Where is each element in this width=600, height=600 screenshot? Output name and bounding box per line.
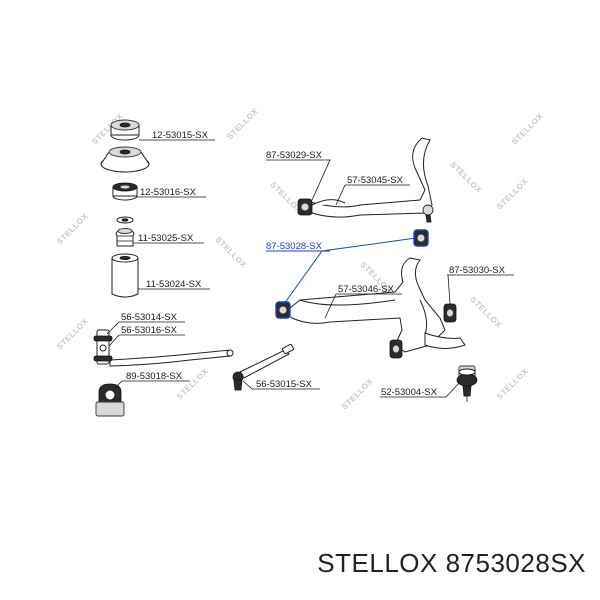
label-52-53004: 52-53004-SX (380, 381, 461, 398)
watermark: STELLOX (55, 211, 90, 246)
spring-seat-plate (100, 146, 150, 173)
dust-boot-11-53024 (111, 253, 139, 298)
svg-text:57-53045-SX: 57-53045-SX (347, 175, 404, 186)
brand-name: STELLOX (317, 548, 438, 578)
stabilizer-bar (109, 349, 234, 367)
svg-text:12-53016-SX: 12-53016-SX (140, 187, 197, 198)
svg-text:57-53046-SX: 57-53046-SX (338, 284, 395, 295)
svg-text:56-53014-SX: 56-53014-SX (121, 312, 178, 323)
label-11-53025: 11-53025-SX (133, 233, 204, 244)
svg-text:56-53016-SX: 56-53016-SX (121, 325, 178, 336)
label-57-53045: 57-53045-SX (335, 175, 410, 206)
svg-text:12-53015-SX: 12-53015-SX (152, 130, 209, 141)
svg-text:89-53018-SX: 89-53018-SX (126, 371, 183, 382)
svg-text:87-53030-SX: 87-53030-SX (449, 265, 506, 276)
label-56-53016: 56-53016-SX (108, 325, 185, 347)
label-56-53015: 56-53015-SX (242, 379, 320, 390)
stabilizer-bushing-89-53018 (95, 383, 125, 417)
steering-knuckle (424, 332, 466, 349)
bushing-87-53028-front (275, 301, 291, 319)
label-87-53030: 87-53030-SX (447, 265, 514, 305)
watermark: STELLOX (55, 316, 90, 351)
bearing-12-53016 (112, 182, 138, 201)
upper-control-arm (309, 137, 434, 223)
label-56-53014: 56-53014-SX (106, 312, 185, 335)
bump-stop-11-53025 (115, 228, 135, 247)
watermark: STELLOX (340, 376, 375, 411)
label-87-53029: 87-53029-SX (266, 150, 331, 201)
watermark: STELLOX (495, 176, 530, 211)
upper-bushing-87-53029 (297, 198, 313, 216)
watermark: STELLOX (510, 111, 545, 146)
watermark: STELLOX (449, 160, 484, 195)
strut-mount-12-53015 (110, 119, 140, 141)
svg-text:87-53028-SX: 87-53028-SX (266, 241, 323, 252)
lower-bushing-87-53030 (389, 303, 457, 359)
ball-joint-52-53004 (456, 365, 478, 402)
label-87-53028: 87-53028-SX (266, 237, 417, 305)
svg-text:87-53029-SX: 87-53029-SX (266, 150, 323, 161)
label-57-53046: 57-53046-SX (324, 284, 402, 319)
washer (116, 216, 134, 224)
label-89-53018: 89-53018-SX (114, 371, 190, 389)
watermark: STELLOX (225, 106, 260, 141)
bushing-87-53028-rear (413, 229, 429, 247)
footer-caption: STELLOX 8753028SX (0, 548, 586, 579)
svg-text:56-53015-SX: 56-53015-SX (256, 379, 313, 390)
watermark: STELLOX (469, 295, 504, 330)
svg-text:11-53025-SX: 11-53025-SX (138, 233, 194, 244)
label-11-53024: 11-53024-SX (138, 279, 210, 290)
label-12-53016: 12-53016-SX (137, 187, 206, 198)
svg-text:11-53024-SX: 11-53024-SX (146, 279, 202, 290)
label-12-53015: 12-53015-SX (139, 130, 215, 141)
svg-text:52-53004-SX: 52-53004-SX (381, 387, 438, 398)
watermark: STELLOX (214, 235, 249, 270)
part-number: 8753028SX (445, 548, 586, 578)
parts-diagram: STELLOX STELLOX STELLOX STELLOX STELLOX … (55, 106, 545, 417)
lower-control-arm (284, 257, 446, 353)
stabilizer-link-56-53014 (93, 329, 113, 365)
watermark: STELLOX (495, 366, 530, 401)
tie-rod-56-53015 (232, 343, 294, 391)
